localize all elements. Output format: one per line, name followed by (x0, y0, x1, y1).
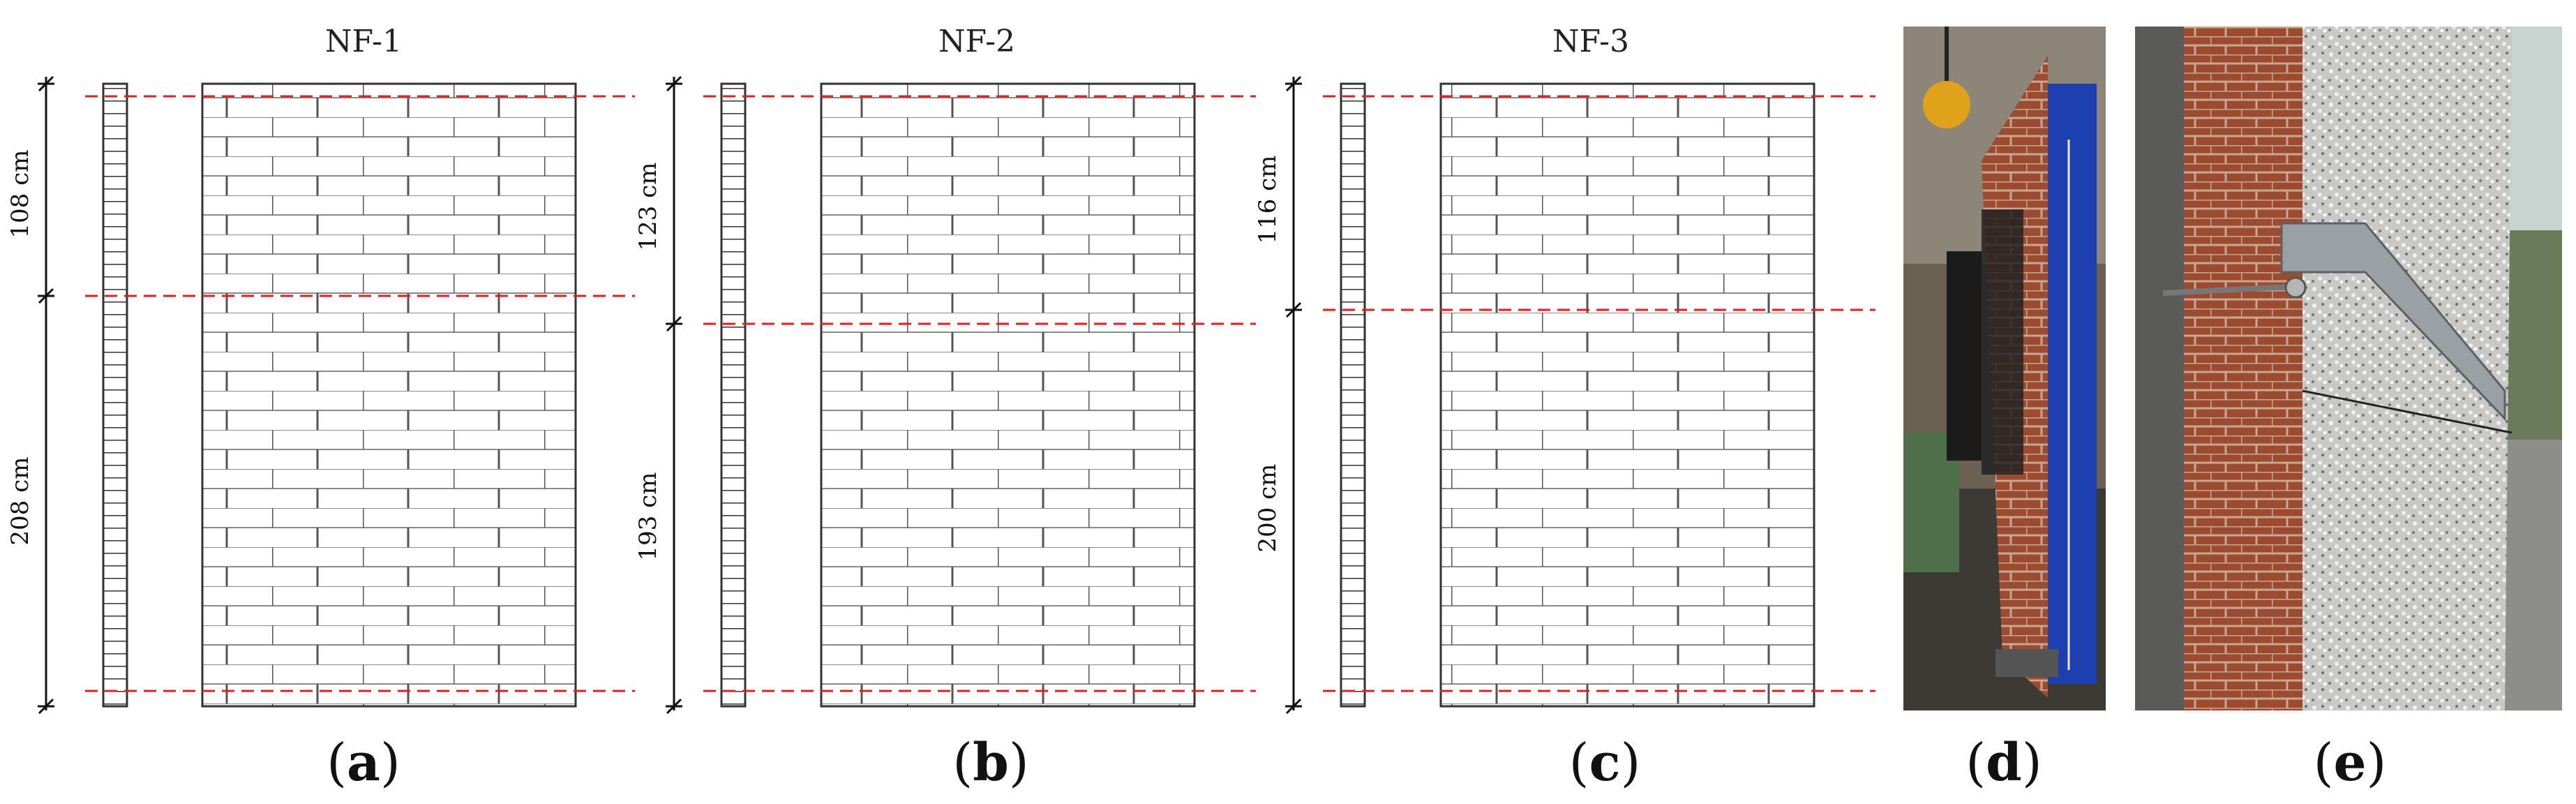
blue-steel-frame (2048, 84, 2097, 684)
dimension-label-lower: 208 cm (6, 457, 34, 546)
hoist-icon (1923, 81, 1970, 128)
dimension-line (38, 75, 54, 715)
panel-a-title: NF-1 (325, 24, 402, 59)
threaded-rod (2162, 283, 2303, 296)
panel-b: NF-2 123 cm 193 cm (634, 24, 1256, 715)
panel-c: NF-3 116 cm 200 cm (1254, 24, 1875, 715)
brick-wall-elevation (201, 82, 577, 708)
steel-angle-bracket (2280, 222, 2506, 422)
wall-cross-section (720, 82, 747, 708)
dimension-line (1285, 75, 1302, 715)
caption-c: (c) (1569, 733, 1641, 793)
dimension-label-upper: 123 cm (634, 163, 662, 251)
brick-wall-elevation (820, 82, 1196, 708)
caption-d: (d) (1965, 733, 2042, 793)
dimension-label-upper: 108 cm (6, 150, 34, 239)
loading-beam (1947, 251, 1982, 461)
caption-b: (b) (952, 733, 1029, 793)
cut-lines (703, 95, 1256, 692)
dimension-label-lower: 200 cm (1254, 464, 1282, 553)
wall-cross-section (1340, 82, 1366, 708)
photo-e-closeup (2135, 27, 2562, 710)
cut-lines (1323, 95, 1875, 692)
panel-b-title: NF-2 (938, 24, 1015, 59)
caption-e: (e) (2314, 733, 2387, 793)
caption-a: (a) (327, 733, 400, 793)
panel-a: NF-1 108 cm 208 cm (6, 24, 635, 715)
dimension-line (666, 75, 682, 715)
dimension-label-lower: 193 cm (634, 472, 662, 561)
photo-d-test-setup (1903, 27, 2106, 710)
cut-lines (85, 95, 635, 692)
brick-edge (2184, 27, 2302, 710)
plastered-face (2302, 27, 2512, 710)
brick-wall-elevation (1439, 82, 1815, 708)
panel-c-title: NF-3 (1552, 24, 1629, 59)
dimension-label-upper: 116 cm (1254, 156, 1282, 244)
wall-cross-section (102, 82, 128, 708)
